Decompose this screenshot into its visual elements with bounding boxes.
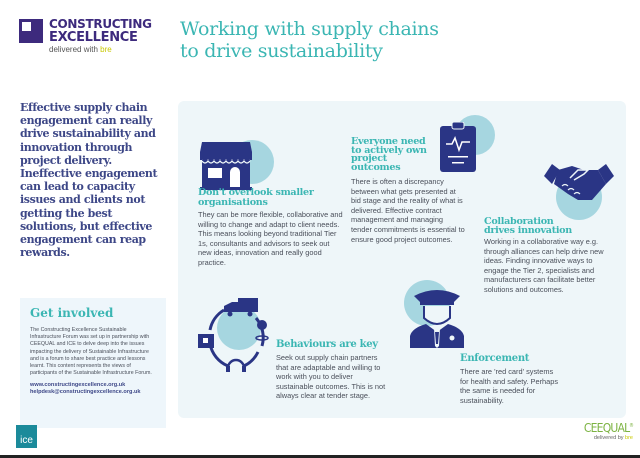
section-body-behaviours: Seek out supply chain partners that are … [276, 353, 386, 401]
logo-line1: CONSTRUCTING [49, 17, 152, 31]
supply-chain-cycle-icon [198, 298, 269, 372]
section-body-collaboration: Working in a collaborative way e.g. thro… [484, 237, 604, 294]
logo-tagline-prefix: delivered with [49, 45, 101, 54]
section-title-smaller-organisations: Don't overlook smaller organisations [198, 187, 314, 208]
bottom-edge-strip [0, 455, 640, 458]
ceequal-tagline-prefix: delivered by [593, 435, 626, 441]
ceequal-wordmark: CEEQUAL® [573, 421, 634, 435]
section-title-enforcement: Enforcement [460, 353, 530, 364]
ceequal-tagline: delivered by bre [573, 435, 633, 441]
get-involved-links: www.constructingexcellence.org.uk helpde… [30, 382, 156, 396]
section-body-smaller-organisations: They can be more flexible, collaborative… [198, 210, 343, 267]
get-involved-title: Get involved [30, 306, 114, 320]
logo-tagline: delivered with bre [49, 45, 112, 54]
email-link[interactable]: helpdesk@constructingexcellence.org.uk [30, 389, 141, 396]
page-title: Working with supply chains to drive sust… [180, 18, 439, 62]
shop-icon [200, 142, 252, 190]
intro-text: Effective supply chain engagement can re… [20, 101, 158, 260]
ice-logo: ice [16, 425, 37, 448]
ceequal-reg-mark: ® [629, 423, 633, 429]
logo-mark-icon [19, 19, 43, 43]
ceequal-label: CEEQUAL [583, 421, 630, 435]
website-link[interactable]: www.constructingexcellence.org.uk [30, 382, 126, 389]
title-line2: to drive sustainability [180, 40, 383, 62]
get-involved-box: Get involved The Constructing Excellence… [20, 298, 166, 428]
ceequal-logo: CEEQUAL® delivered by bre [573, 421, 634, 441]
section-body-own-outcomes: There is often a discrepancy between wha… [351, 177, 465, 244]
logo-tagline-brand: bre [100, 45, 112, 54]
section-title-collaboration: Collaboration drives innovation [484, 216, 572, 236]
get-involved-body: The Constructing Excellence Sustainable … [30, 327, 152, 377]
logo-line2: EXCELLENCE [49, 30, 138, 45]
title-line1: Working with supply chains [180, 18, 439, 40]
officer-icon [410, 290, 464, 348]
constructing-excellence-logo: CONSTRUCTING EXCELLENCE delivered with b… [19, 15, 169, 55]
section-title-behaviours: Behaviours are key [276, 339, 378, 350]
section-body-enforcement: There are 'red card' systems for health … [460, 367, 559, 405]
handshake-icon [544, 164, 614, 200]
supply-chain-icon-bg-circle [217, 306, 261, 350]
ceequal-tagline-brand: bre [625, 435, 633, 441]
section-title-own-outcomes: Everyone need to actively own project ou… [351, 136, 427, 173]
clipboard-icon [440, 122, 476, 172]
